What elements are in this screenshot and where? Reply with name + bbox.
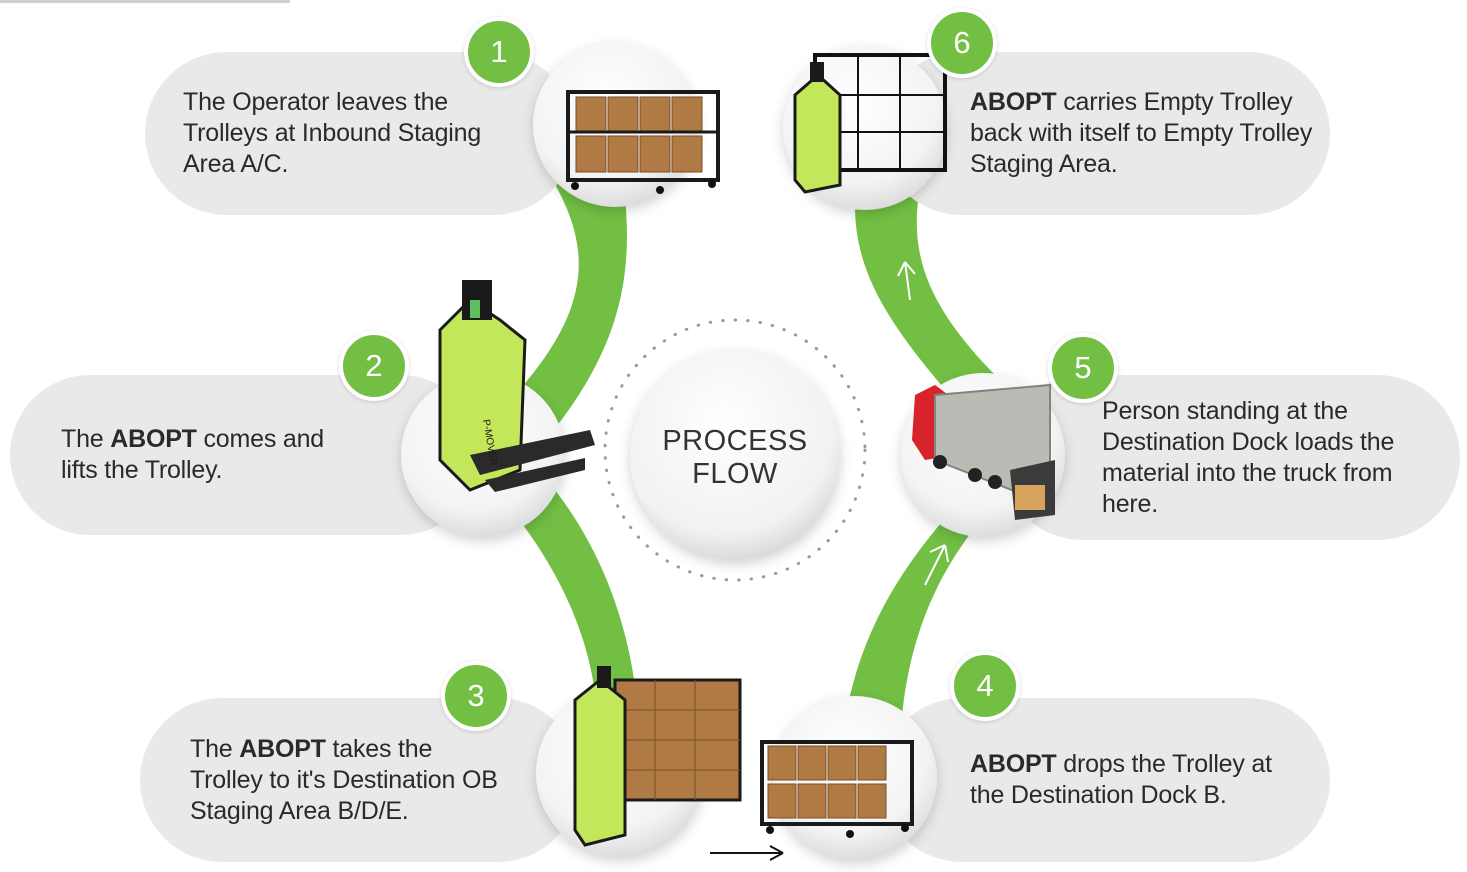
step-5-illustration: [901, 373, 1065, 537]
step-4-text: ABOPT drops the Trolley at the Destinati…: [970, 750, 1272, 809]
flow-arrows: [539, 261, 949, 641]
step-2-text: The ABOPT comes and lifts the Trolley.: [61, 425, 324, 484]
step-6-text: ABOPT carries Empty Trolley back with it…: [970, 88, 1313, 178]
step-6-card: ABOPT carries Empty Trolley back with it…: [880, 52, 1330, 215]
step-4-number: 4: [950, 651, 1020, 721]
center-ball: [630, 350, 840, 560]
step-1-number: 1: [464, 17, 534, 87]
step-4-illustration: [760, 696, 937, 860]
top-divider: [0, 0, 290, 3]
step-5-text: Person standing at the Destination Dock …: [1102, 396, 1395, 518]
step-6-illustration: [783, 46, 947, 210]
step-1-text: The Operator leaves the Trolleys at Inbo…: [183, 88, 482, 178]
step-4-card: ABOPT drops the Trolley at the Destinati…: [880, 698, 1330, 862]
step-3-illustration: [536, 666, 742, 857]
step-3-card: The ABOPT takes the Trolley to it's Dest…: [140, 698, 580, 862]
title-line-1: PROCESS: [662, 425, 808, 457]
step-2-card: The ABOPT comes and lifts the Trolley.: [10, 375, 480, 535]
step-2-number: 2: [339, 331, 409, 401]
step-3-text: The ABOPT takes the Trolley to it's Dest…: [190, 734, 498, 825]
process-flow-title: PROCESS FLOW: [640, 425, 830, 491]
title-line-2: FLOW: [692, 458, 778, 490]
step-1-illustration: [533, 43, 720, 207]
step-6-number: 6: [927, 8, 997, 78]
step-3-number: 3: [441, 661, 511, 731]
step-5-number: 5: [1048, 333, 1118, 403]
step-2-illustration: P-MOVER: [401, 280, 595, 537]
bottom-arrow: [710, 845, 784, 861]
dotted-ring: [603, 318, 867, 582]
